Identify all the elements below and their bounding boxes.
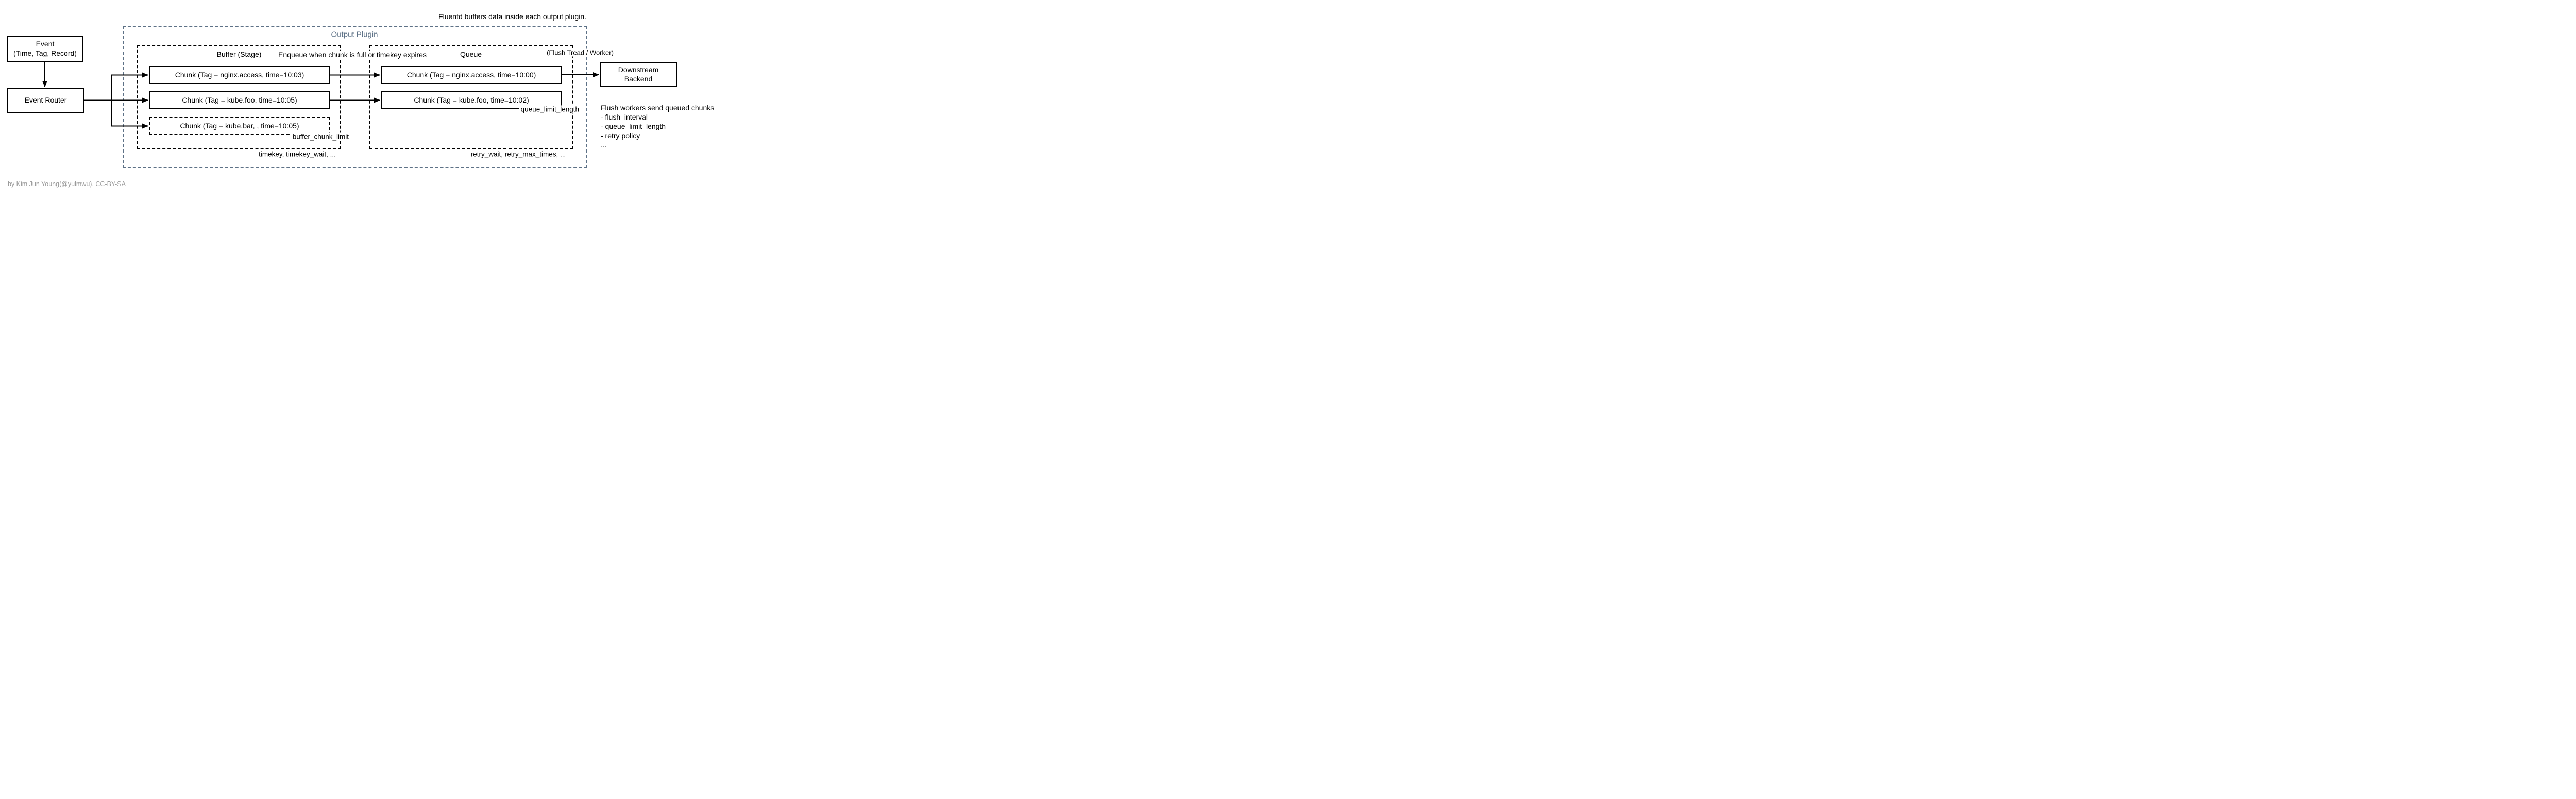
event-router-label: Event Router [24, 95, 67, 104]
flush-workers-item-2: - queue_limit_length [601, 122, 666, 130]
buffer-chunk-2-label: Chunk (Tag = kube.foo, time=10:05) [182, 95, 297, 104]
buffer-chunk-3-label: Chunk (Tag = kube.bar, , time=10:05) [180, 121, 299, 130]
queue-chunk-1: Chunk (Tag = nginx.access, time=10:00) [381, 66, 562, 84]
queue-region [369, 45, 573, 149]
downstream-line2: Backend [624, 74, 653, 83]
downstream-backend-box: Downstream Backend [600, 62, 677, 87]
queue-limit-length-label: queue_limit_length [519, 105, 581, 113]
event-box-line1: Event [36, 40, 55, 48]
event-box: Event (Time, Tag, Record) [7, 36, 83, 62]
buffer-stage-title: Buffer (Stage) [216, 50, 262, 58]
downstream-line1: Downstream [618, 65, 659, 74]
flush-workers-item-3: - retry policy [601, 131, 640, 140]
flush-workers-item-4: ... [601, 141, 607, 149]
attribution-text: by Kim Jun Young(@yulmwu), CC-BY-SA [8, 180, 126, 188]
queue-footnote: retry_wait, retry_max_times, ... [470, 150, 566, 158]
diagram-canvas: Fluentd buffers data inside each output … [0, 0, 742, 200]
flush-workers-item-1: - flush_interval [601, 113, 648, 121]
buffer-chunk-1: Chunk (Tag = nginx.access, time=10:03) [149, 66, 330, 84]
flush-workers-note: Flush workers send queued chunks - flush… [601, 103, 714, 149]
buffer-chunk-2: Chunk (Tag = kube.foo, time=10:05) [149, 91, 330, 109]
buffer-stage-region [137, 45, 341, 149]
flush-workers-title: Flush workers send queued chunks [601, 104, 715, 112]
event-router-box: Event Router [7, 88, 84, 113]
output-plugin-title: Output Plugin [331, 30, 378, 39]
queue-title: Queue [460, 50, 482, 58]
buffer-chunk-limit-label: buffer_chunk_limit [291, 132, 350, 141]
top-note: Fluentd buffers data inside each output … [438, 12, 586, 21]
buffer-footnote: timekey, timekey_wait, ... [259, 150, 336, 158]
queue-chunk-1-label: Chunk (Tag = nginx.access, time=10:00) [406, 70, 536, 79]
queue-chunk-2-label: Chunk (Tag = kube.foo, time=10:02) [414, 95, 529, 104]
buffer-chunk-3: Chunk (Tag = kube.bar, , time=10:05) [149, 117, 330, 135]
output-plugin-region [123, 26, 587, 168]
event-box-line2: (Time, Tag, Record) [13, 48, 77, 57]
enqueue-note: Enqueue when chunk is full or timekey ex… [277, 51, 428, 59]
buffer-chunk-1-label: Chunk (Tag = nginx.access, time=10:03) [175, 70, 304, 79]
flush-thread-note: (Flush Tread / Worker) [545, 48, 615, 57]
